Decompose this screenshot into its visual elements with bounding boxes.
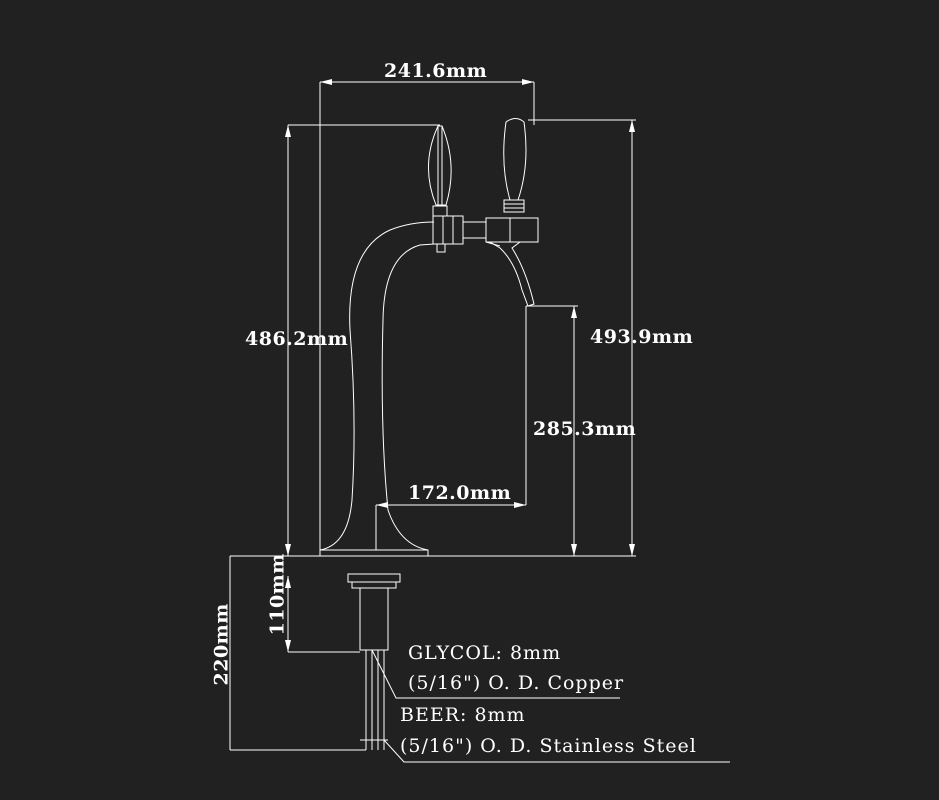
right-tap-collar — [503, 199, 525, 213]
beer-title: BEER: 8mm — [400, 704, 526, 726]
left-handle — [428, 125, 452, 206]
dim-left-height: 486.2mm — [245, 328, 349, 350]
dim-shank-long: 220mm — [210, 603, 233, 686]
tower-body — [319, 221, 435, 556]
glycol-title: GLYCOL: 8mm — [408, 642, 562, 664]
spout — [489, 241, 535, 307]
right-tap-body — [485, 217, 539, 243]
tower-body-inner — [381, 243, 435, 556]
flange — [347, 573, 401, 583]
dim-right-height: 493.9mm — [590, 326, 694, 348]
left-tap-body — [432, 215, 464, 245]
beer-spec: (5/16") O. D. Stainless Steel — [400, 735, 697, 757]
left-tap-collar — [432, 205, 448, 217]
dim-shank-short: 110mm — [266, 553, 289, 636]
dim-top-width: 241.6mm — [384, 60, 488, 82]
shank — [359, 587, 389, 651]
dim-spout-height: 285.3mm — [533, 418, 637, 440]
glycol-spec: (5/16") O. D. Copper — [408, 672, 625, 694]
dim-base-to-spout: 172.0mm — [408, 482, 512, 504]
right-handle — [503, 118, 527, 201]
